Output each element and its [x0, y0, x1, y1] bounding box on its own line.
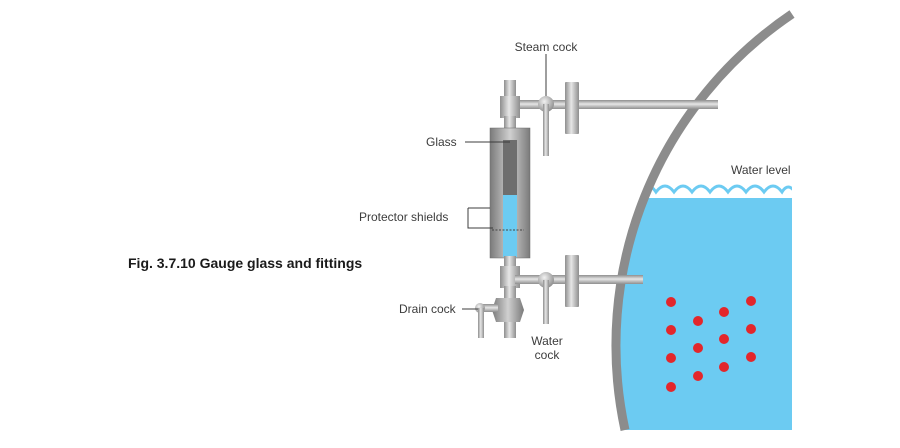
lower-fitting-neck	[504, 256, 516, 268]
upper-fitting-neck	[504, 116, 516, 130]
upper-fitting	[500, 80, 520, 130]
label-protector-shields: Protector shields	[359, 210, 448, 224]
leader-protector-shields-2	[467, 208, 493, 229]
bubble	[693, 371, 703, 381]
glass-tube-water	[503, 195, 517, 257]
bubble	[666, 297, 676, 307]
water-flange	[565, 255, 579, 307]
boiler-water	[615, 192, 792, 430]
bubble	[746, 296, 756, 306]
steam-cock-stem	[543, 104, 549, 156]
gauge-glass-assembly	[489, 127, 531, 259]
glass-tube-steam	[503, 140, 517, 195]
steam-pipe	[548, 100, 718, 109]
figure-caption: Fig. 3.7.10 Gauge glass and fittings	[128, 255, 362, 271]
bubble	[666, 353, 676, 363]
label-glass: Glass	[426, 135, 457, 149]
bubble	[693, 316, 703, 326]
water-cock-stem	[543, 280, 549, 324]
water-connection	[515, 255, 643, 324]
upper-fitting-body	[500, 96, 520, 118]
drain-cock-arm	[478, 304, 498, 312]
water-surface-line	[638, 184, 792, 195]
drain-cock-outlet	[478, 308, 484, 338]
steam-connection	[515, 82, 718, 156]
drain-cock-body	[492, 298, 524, 322]
lower-fitting	[500, 256, 520, 338]
bubble	[719, 362, 729, 372]
steam-pipe-stub	[515, 100, 550, 109]
label-water-cock-line1: Water	[531, 334, 563, 348]
bubble	[693, 343, 703, 353]
label-drain-cock: Drain cock	[399, 302, 457, 316]
bubble	[666, 382, 676, 392]
boiler-shell	[611, 10, 795, 431]
bubble	[719, 334, 729, 344]
drain-cock	[475, 298, 524, 338]
steam-flange	[565, 82, 579, 134]
water-pipe-stub	[515, 275, 550, 284]
label-water-level: Water level	[731, 163, 791, 177]
steam-bubbles	[666, 296, 756, 392]
label-steam-cock: Steam cock	[515, 40, 579, 54]
bubble	[746, 324, 756, 334]
label-water-cock-line2: cock	[535, 348, 561, 362]
bubble	[719, 307, 729, 317]
bubble	[666, 325, 676, 335]
water-pipe	[548, 275, 643, 284]
bubble	[746, 352, 756, 362]
water-surface-waves	[640, 186, 792, 198]
boiler	[611, 10, 795, 431]
leader-lines	[462, 54, 547, 310]
